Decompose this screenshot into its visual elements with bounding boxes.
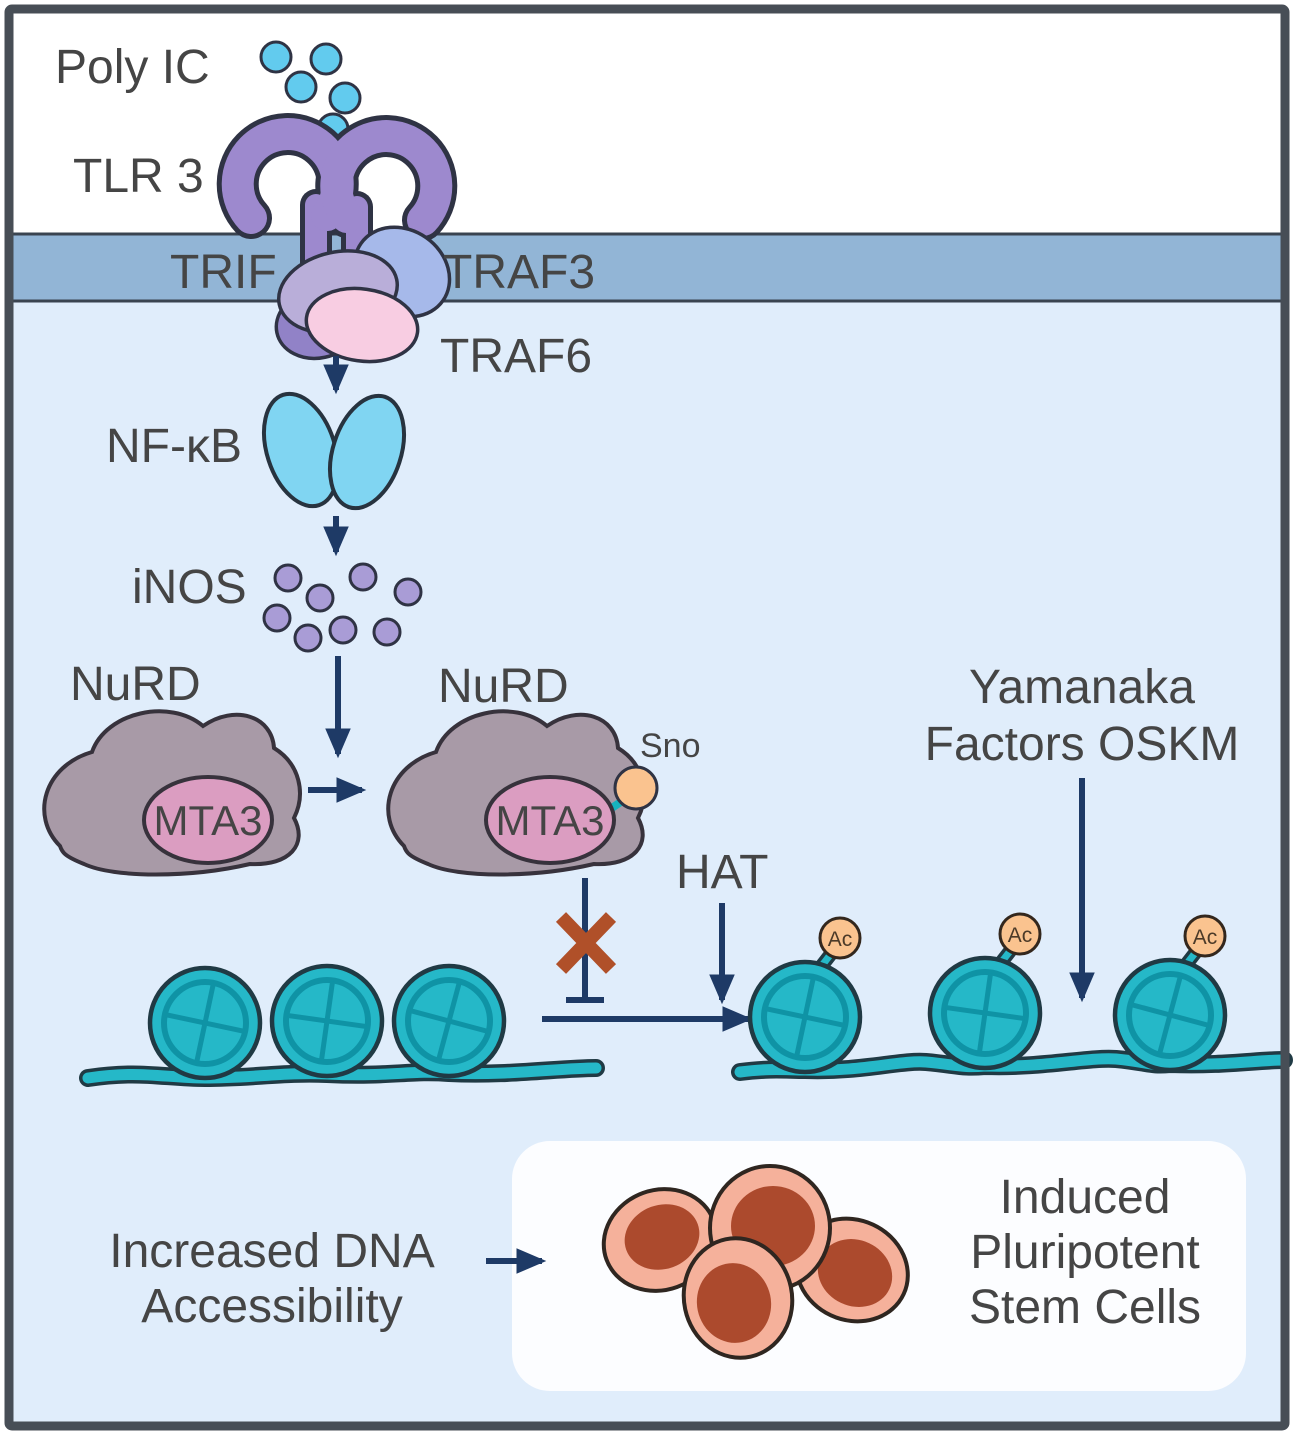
ac-label: Ac <box>828 928 853 951</box>
nfkb-protein <box>262 391 406 511</box>
induced-label-line3: Stem Cells <box>969 1281 1201 1334</box>
poly-ic-dot <box>284 70 318 104</box>
traf6-label: TRAF6 <box>440 330 592 383</box>
inos-dot <box>372 617 402 647</box>
inos-dot <box>348 562 378 592</box>
poly-ic-dot <box>309 42 343 76</box>
poly-ic-dot <box>259 40 293 74</box>
trif-label: TRIF <box>170 246 277 299</box>
adapter-complex <box>274 225 452 364</box>
inos-dot <box>262 603 292 633</box>
nucleosome <box>269 963 385 1079</box>
ac-label: Ac <box>1193 926 1218 949</box>
nurd-right-label: NuRD <box>438 660 569 713</box>
poly-ic-label: Poly IC <box>55 41 210 94</box>
inos-dot <box>305 583 335 613</box>
chromatin-open: Ac Ac Ac <box>731 912 1293 1081</box>
inos-dots <box>262 562 423 653</box>
yamanaka-label-line2: Factors OSKM <box>925 718 1240 771</box>
mta3-left-oval <box>142 775 274 865</box>
mta3-right-label: MTA3 <box>496 797 605 844</box>
membrane-band <box>10 232 1284 303</box>
inhibition-symbol <box>555 878 617 1003</box>
inos-dot <box>293 623 323 653</box>
inos-dot <box>273 563 303 593</box>
nfkb-label: NF-κB <box>106 420 242 473</box>
hat-label: HAT <box>676 846 768 899</box>
nucleosome <box>747 959 863 1075</box>
poly-ic-dot <box>328 81 362 115</box>
mta3-left-label: MTA3 <box>154 797 263 844</box>
nurd-right-complex: MTA3 <box>386 709 659 877</box>
diagram-frame <box>4 4 1290 1431</box>
traf3-label: TRAF3 <box>443 246 595 299</box>
sno-label: Sno <box>640 727 701 765</box>
inos-dot <box>328 615 358 645</box>
ac-label: Ac <box>1008 924 1033 947</box>
nucleosome <box>1112 957 1228 1073</box>
inhibition-x-icon <box>555 912 617 974</box>
increased-label-line2: Accessibility <box>141 1280 402 1333</box>
nurd-left-complex: MTA3 <box>42 709 302 877</box>
stem-cells <box>601 1164 910 1360</box>
ac-circle <box>998 912 1042 956</box>
inos-label: iNOS <box>132 561 247 614</box>
tlr3-label: TLR 3 <box>73 150 204 203</box>
induced-label-line1: Induced <box>1000 1171 1171 1224</box>
ac-circle <box>818 916 862 960</box>
stem-cell <box>681 1236 795 1360</box>
mta3-right-oval <box>484 775 616 865</box>
nucleosome <box>927 955 1043 1071</box>
induced-label-line2: Pluripotent <box>970 1226 1199 1279</box>
nurd-left-label: NuRD <box>70 658 201 711</box>
traf6-blob <box>304 286 420 364</box>
increased-label-line1: Increased DNA <box>109 1225 434 1278</box>
ac-circle <box>1183 914 1227 958</box>
yamanaka-label-line1: Yamanaka <box>969 661 1195 714</box>
inos-dot <box>393 577 423 607</box>
chromatin-closed <box>79 963 605 1088</box>
nucleosome <box>391 963 507 1079</box>
sno-circle <box>613 765 659 811</box>
nucleosome <box>147 965 263 1081</box>
